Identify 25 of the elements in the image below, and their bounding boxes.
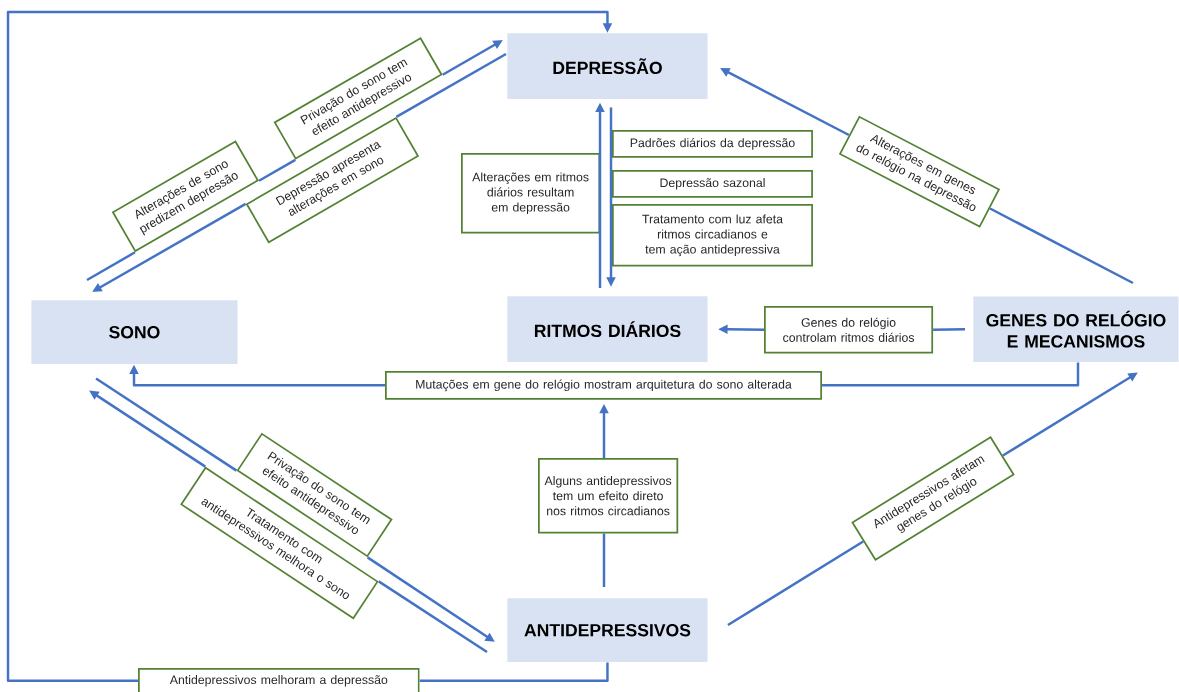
note-box: Mutações em gene do relógio mostram arquitetura do sono alterada bbox=[385, 371, 823, 400]
connector-line bbox=[933, 328, 966, 331]
connector-line bbox=[86, 251, 136, 282]
note-box: Antidepressivos melhoram a depressão bbox=[138, 668, 420, 692]
connector-line bbox=[602, 533, 606, 587]
concept-box: RITMOS DIÁRIOS bbox=[507, 296, 708, 363]
connector-line bbox=[822, 362, 1080, 387]
note-box: Depressão sazonal bbox=[612, 170, 813, 198]
connector-line bbox=[989, 207, 1134, 285]
connector-line bbox=[419, 662, 609, 683]
note-box: Alguns antidepressivos tem um efeito direto nos ritmos circadianos bbox=[538, 458, 679, 534]
note-box: Tratamento com luz afeta ritmos circadianos e tem ação antidepressiva bbox=[612, 204, 813, 267]
note-box: Padrões diários da depressão bbox=[612, 130, 813, 158]
arrow bbox=[6, 10, 613, 683]
connector-line bbox=[395, 52, 507, 118]
note-box: Genes do relógio controlam ritmos diários bbox=[764, 306, 934, 354]
connector-line bbox=[727, 540, 864, 627]
concept-box: GENES DO RELÓGIO E MECANISMOS bbox=[973, 296, 1179, 363]
note-box: Alterações em ritmos diários resultam em depressão bbox=[461, 153, 601, 234]
connector-line bbox=[378, 580, 488, 654]
connector-line bbox=[258, 158, 296, 182]
concept-box: SONO bbox=[31, 300, 238, 365]
concept-box: ANTIDEPRESSIVOS bbox=[507, 598, 708, 663]
concept-box: DEPRESSÃO bbox=[507, 33, 708, 100]
connector-line bbox=[95, 377, 238, 472]
